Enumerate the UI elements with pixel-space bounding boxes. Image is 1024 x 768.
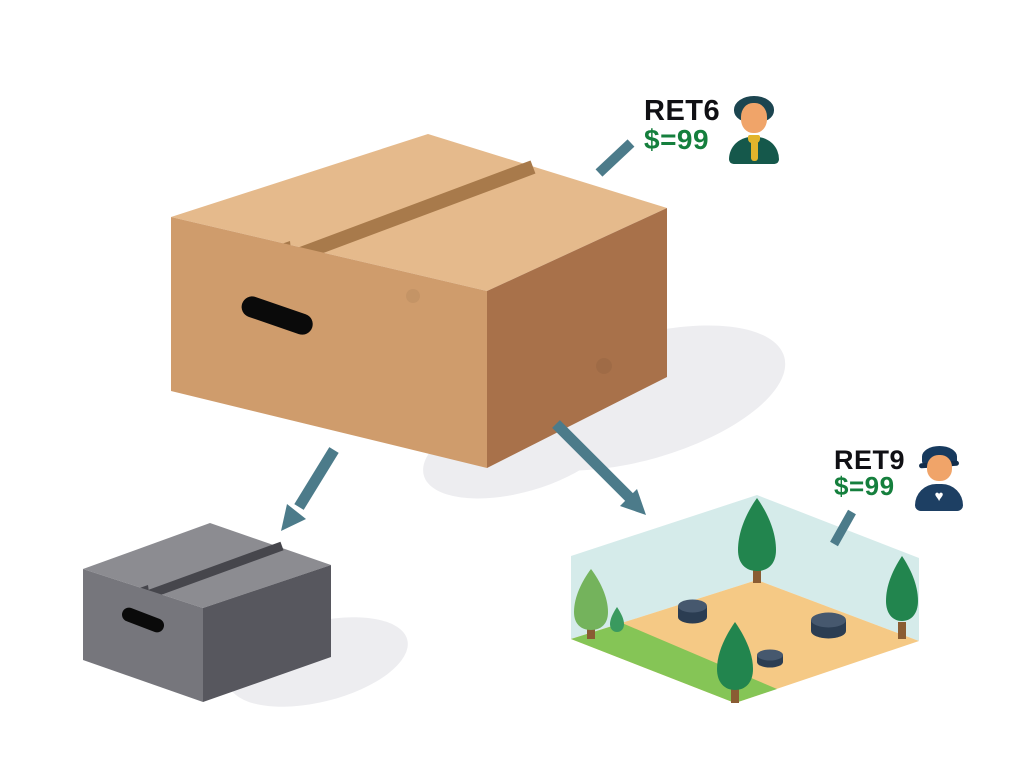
box-texture-dot [596,358,612,374]
box-texture-dot [406,289,420,303]
bush-icon [610,607,624,632]
backdrop-walls [571,495,919,641]
label-ret9-price: $=99 [834,471,895,501]
arrow-down-right-icon [552,420,646,515]
leader-line-ret6 [595,139,635,177]
businessman-collar [748,135,761,143]
businessman-icon [729,96,780,164]
box-handle-slot [241,296,313,335]
tree-icon [738,498,776,583]
gray-box-icon [83,523,331,702]
box-left-face [171,217,487,468]
drum-icon [757,649,783,668]
label-ret6: RET6 $=99 [644,96,780,164]
gray-box-left-face [83,569,203,702]
box-tape-seam [279,160,536,268]
label-ret9-title: RET9 [834,445,906,475]
label-ret6-price: $=99 [644,124,710,155]
gray-box-right-face [203,565,331,702]
tree-icon [717,622,753,703]
volunteer-face [927,455,953,481]
tree-icon [886,556,918,639]
label-ret9-text: RET9 $=99 [834,446,905,500]
gray-box-handle-slot [121,607,165,633]
label-ret9: RET9 $=99 ♥ [834,446,964,511]
volunteer-icon: ♥ [914,446,964,511]
label-ret6-text: RET6 $=99 [644,96,720,154]
drum-icon [811,612,846,639]
leader-line-ret9 [830,509,856,547]
arrow-down-left-icon [281,447,339,531]
box-right-face [487,208,667,468]
businessman-tie [750,141,758,161]
label-ret6-title: RET6 [644,95,721,127]
tree-icon [574,569,608,639]
drum-icon [678,599,707,624]
volunteer-shirt [915,484,964,511]
cardboard-box-icon [171,134,667,468]
businessman-face [741,103,768,133]
heart-icon: ♥ [934,488,944,505]
gray-box-tape-seam [140,541,284,602]
landscape-plot-icon [571,495,919,703]
